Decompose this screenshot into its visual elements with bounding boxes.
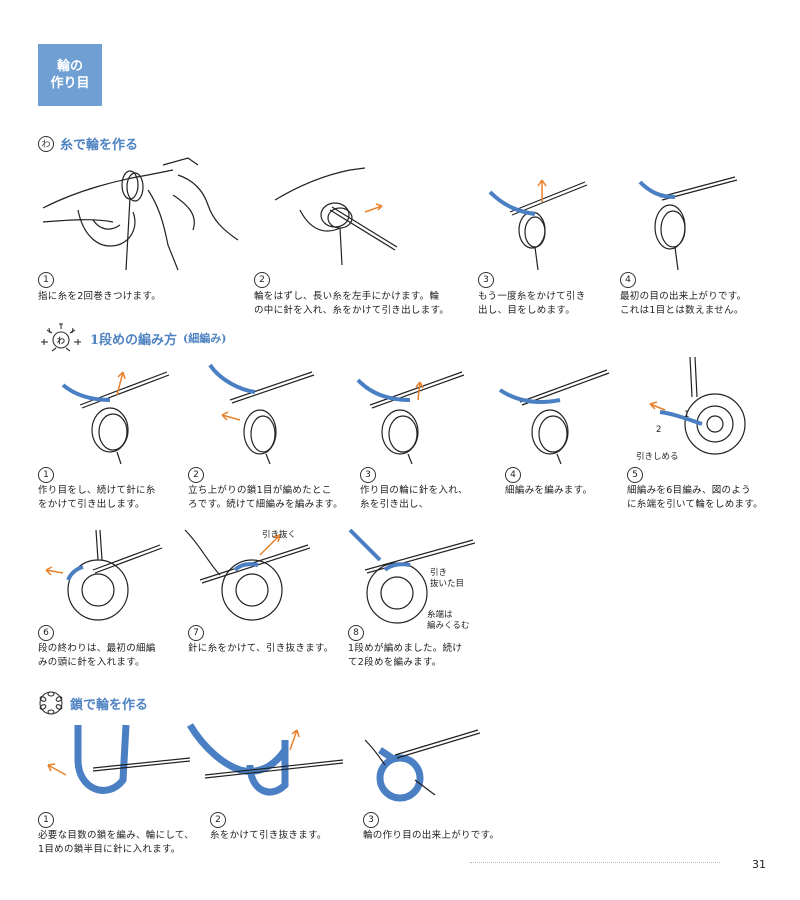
step-caption: 立ち上がりの鎖1目が編めたとこ ろです。続けて細編みを編みます。 xyxy=(188,485,343,510)
step-number: 1 xyxy=(38,467,54,483)
chapter-title-line1: 輪の xyxy=(56,59,83,74)
step-caption: 細編みを編みます。 xyxy=(505,485,593,496)
round-end-illustration xyxy=(45,529,163,621)
step-caption: 必要な目数の鎖を編み、輪にして、 1目めの鎖半目に針に入れます。 xyxy=(38,830,195,855)
step-caption: 輪の作り目の出来上がりです。 xyxy=(363,830,500,841)
step-caption: 作り目の輪に針を入れ、 糸を引き出し、 xyxy=(360,485,468,510)
section-heading-chain-ring: 鎖で輪を作る xyxy=(38,690,148,716)
step-caption: もう一度糸をかけて引き 出し、目をしめます。 xyxy=(478,291,586,316)
step-number: 2 xyxy=(210,812,226,828)
hand-wrapping-yarn-illustration xyxy=(42,157,239,271)
page-number: 31 xyxy=(752,858,766,871)
tighten-loop-illustration xyxy=(488,179,588,271)
chapter-title-box: 輪の 作り目 xyxy=(38,44,102,106)
section-title: 糸で輪を作る xyxy=(60,138,139,153)
chain-ring-step1-illustration xyxy=(47,724,191,794)
step-number: 5 xyxy=(627,467,643,483)
step-number: 4 xyxy=(620,272,636,288)
crochet-step-illustration xyxy=(61,371,170,465)
step-number: 3 xyxy=(360,467,376,483)
ring-tightened-illustration xyxy=(649,356,746,455)
first-stitch-done-illustration xyxy=(638,176,738,271)
step-number: 1 xyxy=(38,812,54,828)
ring-and-hook-illustration xyxy=(274,167,398,266)
step-caption: 針に糸をかけて、引き抜きます。 xyxy=(188,643,334,654)
section-heading-yarn-ring: わ 糸で輪を作る xyxy=(38,134,138,153)
step-number: 2 xyxy=(188,467,204,483)
step-caption: 最初の目の出来上がりです。 これは1目とは数えません。 xyxy=(620,291,747,316)
annotation-mark-2: 2 xyxy=(656,425,662,435)
crochet-step-illustration xyxy=(208,363,315,465)
annotation-pull-tighten: 引きしめる xyxy=(636,452,679,462)
step-number: 2 xyxy=(254,272,270,288)
chain-ring-done-illustration xyxy=(364,729,480,802)
chain-ring-step2-illustration xyxy=(186,723,344,796)
crochet-step-illustration xyxy=(498,369,610,465)
annotation-pulled-stitch: 引き 抜いた目 xyxy=(430,568,465,589)
step-number: 6 xyxy=(38,625,54,641)
step-number: 8 xyxy=(348,625,364,641)
step-number: 7 xyxy=(188,625,204,641)
annotation-pull-through: 引き抜く xyxy=(262,530,297,540)
chain-ring-symbol-icon xyxy=(38,690,64,716)
step-number: 4 xyxy=(505,467,521,483)
annotation-mark-1: 1 xyxy=(684,410,690,420)
section-title: 1段めの編み方 xyxy=(90,332,178,348)
section-title: 鎖で輪を作る xyxy=(70,697,149,713)
annotation-tail-wrapped: 糸端は 編みくるむ xyxy=(427,610,470,631)
step-caption: 作り目をし、続けて針に糸 をかけて引き出します。 xyxy=(38,485,156,510)
step-number: 3 xyxy=(478,272,494,288)
crochet-step-illustration xyxy=(356,371,465,465)
step-caption: 輪をはずし、長い糸を左手にかけます。輪 の中に針を入れ、糸をかけて引き出します。 xyxy=(254,291,450,316)
svg-text:わ: わ xyxy=(57,337,65,346)
step-caption: 段の終わりは、最初の細編 みの頭に針を入れます。 xyxy=(38,643,156,668)
step-number: 3 xyxy=(363,812,379,828)
ring-symbol-icon: わ xyxy=(38,135,54,152)
first-round-done-illustration xyxy=(348,528,475,624)
chapter-title-line2: 作り目 xyxy=(50,76,90,91)
step-number: 1 xyxy=(38,272,54,288)
slip-stitch-illustration xyxy=(184,529,310,621)
step-caption: 糸をかけて引き抜きます。 xyxy=(210,830,327,841)
single-crochet-ring-diagram-icon: わ xyxy=(38,318,84,358)
step-caption: 1段めが編めました。続け て2段めを編みます。 xyxy=(348,643,463,668)
footer-dotted-rule xyxy=(470,862,720,863)
step-caption: 細編みを6目編み、図のよう に糸端を引いて輪をしめます。 xyxy=(627,485,763,510)
step-caption: 指に糸を2回巻きつけます。 xyxy=(38,291,161,302)
section-title-note: (細編み) xyxy=(183,332,227,345)
section-heading-first-round: わ 1段めの編み方 (細編み) xyxy=(38,318,226,358)
